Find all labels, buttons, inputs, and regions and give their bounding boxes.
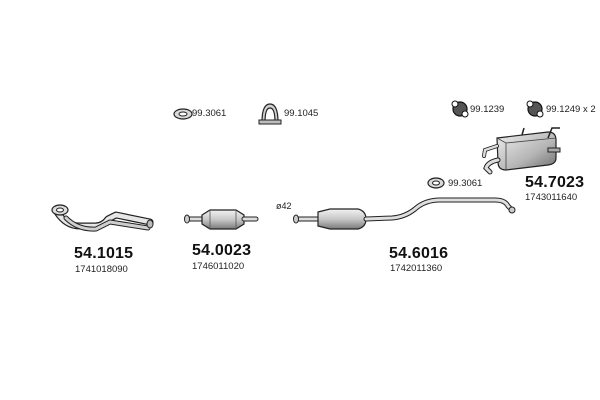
part-code-middle-pipe: 54.6016 — [389, 245, 449, 262]
accessory-code-gasket: 99.3061 — [192, 108, 227, 119]
accessory-code-clamp: 99.1045 — [284, 108, 319, 119]
rubber-mount-icon — [526, 100, 544, 118]
pipe-diameter-label: ø42 — [276, 201, 292, 211]
part-number-middle-pipe: 1742011360 — [390, 263, 443, 274]
rubber-mount-icon — [451, 100, 469, 118]
rear-silencer — [482, 127, 561, 175]
accessory-code-rubber-mount: 99.1239 — [470, 104, 505, 115]
front-pipe — [51, 204, 154, 232]
part-number-rear-silencer: 1743011640 — [525, 192, 578, 203]
part-code-rear-silencer: 54.7023 — [525, 174, 585, 191]
accessory-code-rubber-mounts: 99.1249 x 2 — [546, 104, 596, 115]
part-number-front-pipe: 1741018090 — [75, 264, 128, 275]
part-code-catalytic-converter: 54.0023 — [192, 242, 252, 259]
accessory-code-gasket-2: 99.3061 — [448, 178, 483, 189]
middle-pipe-resonator — [293, 197, 516, 230]
part-number-catalytic-converter: 1746011020 — [192, 261, 245, 272]
part-code-front-pipe: 54.1015 — [74, 245, 134, 262]
catalytic-converter — [184, 209, 259, 230]
clamp-icon — [258, 103, 282, 125]
gasket-icon — [427, 177, 445, 189]
gasket-icon — [173, 108, 193, 120]
